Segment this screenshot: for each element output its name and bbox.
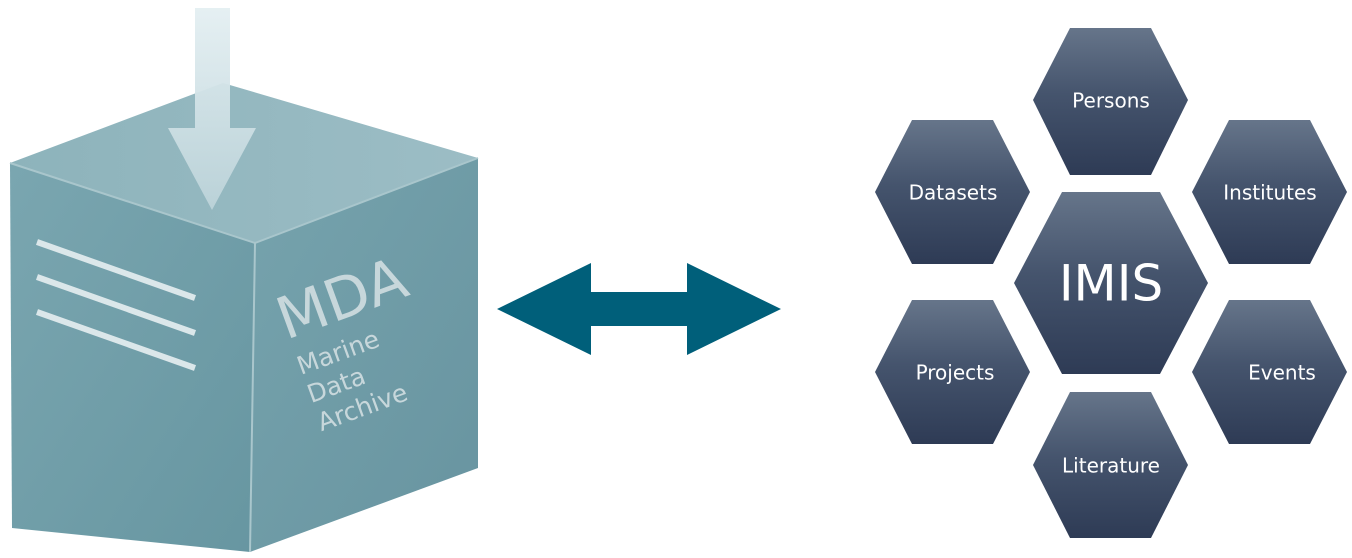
hex-events: Events (1192, 300, 1347, 444)
hex-persons: Persons (1033, 28, 1188, 175)
imis-cluster: Persons Datasets Institutes Projects Eve… (875, 28, 1347, 538)
hex-projects: Projects (875, 300, 1030, 444)
down-arrow-icon (168, 8, 256, 210)
persons-label: Persons (1072, 89, 1150, 113)
cube-front-face (10, 163, 255, 552)
mda-cube: MDA Marine Data Archive (9, 83, 479, 553)
cube-right-face (250, 158, 478, 552)
hex-datasets: Datasets (875, 120, 1030, 264)
cube-top-face (10, 83, 478, 243)
literature-label: Literature (1062, 454, 1160, 478)
institutes-label: Institutes (1223, 181, 1316, 205)
bidirectional-arrow-icon (497, 263, 781, 355)
hex-literature: Literature (1033, 392, 1188, 538)
hex-institutes: Institutes (1192, 120, 1347, 264)
imis-center-label: IMIS (1059, 255, 1163, 313)
document-lines-icon (35, 239, 197, 371)
events-label: Events (1248, 361, 1316, 385)
hex-imis-center: IMIS (1014, 192, 1208, 374)
projects-label: Projects (916, 361, 995, 385)
datasets-label: Datasets (909, 181, 998, 205)
